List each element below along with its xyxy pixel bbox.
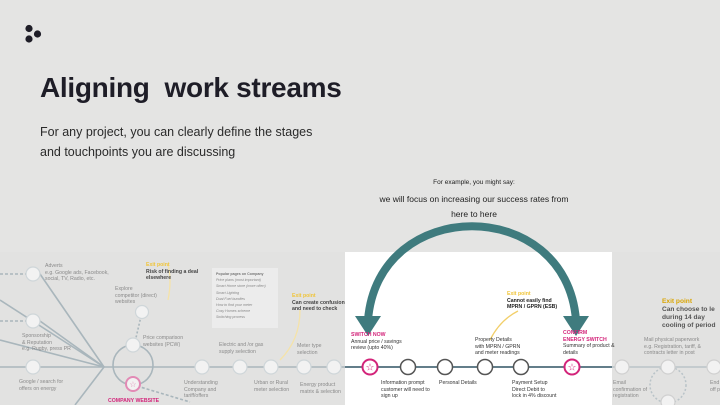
exit-point-4-text: during 14 day bbox=[662, 314, 705, 321]
confirm-star-icon: ☆ bbox=[568, 363, 577, 374]
subtitle-line-2: and touchpoints you are discussing bbox=[40, 145, 236, 159]
arrow-head-left-icon bbox=[355, 316, 381, 336]
exit-arrow-3 bbox=[489, 310, 519, 341]
example-intro: For example, you might say: bbox=[433, 179, 515, 186]
exit-point-4-label: Exit point bbox=[662, 298, 693, 305]
subtitle-line-1: For any project, you can clearly define … bbox=[40, 125, 313, 139]
journey-right-panel bbox=[612, 252, 720, 405]
popular-page-item: Price plans (most important) bbox=[216, 278, 261, 283]
journey-left-panel bbox=[0, 252, 345, 405]
example-line-2: here to here bbox=[451, 209, 497, 219]
right-nodes bbox=[614, 359, 720, 405]
popular-page-item: Smart Lighting bbox=[216, 290, 240, 295]
switch-now-star-icon: ☆ bbox=[366, 363, 375, 374]
popular-page-item: How to find your meter bbox=[216, 303, 253, 308]
logo bbox=[24, 24, 48, 48]
exit-point-4-text: cooling of period bbox=[662, 322, 716, 329]
exit-arrow-1 bbox=[167, 264, 171, 301]
left-nodes bbox=[25, 266, 342, 375]
star-icon: ☆ bbox=[129, 380, 136, 389]
three-dots-logo-icon bbox=[25, 24, 42, 43]
popular-pages-box: Popular pages on Company Price plans (mo… bbox=[212, 268, 278, 328]
popular-page-item: Dual Fuel bundles bbox=[216, 296, 245, 301]
company-website-label: COMPANY WEBSITE bbox=[108, 398, 160, 404]
popular-page-item: Smart Home store (more often) bbox=[216, 284, 266, 289]
exit-arrow-2 bbox=[279, 309, 301, 361]
left-connectors bbox=[0, 273, 345, 405]
company-website-star-node bbox=[125, 376, 141, 392]
example-line-1: we will focus on increasing our success … bbox=[379, 194, 569, 204]
popular-page-item: Cosy Homes scheme bbox=[216, 309, 251, 314]
page-title: Aligning work streams bbox=[40, 72, 342, 103]
here-to-here-arc bbox=[364, 222, 580, 321]
star-nodes bbox=[361, 358, 581, 376]
exit-point-4-text: Can choose to le bbox=[662, 306, 715, 313]
popular-page-item: Switching process bbox=[216, 315, 245, 320]
arrow-head-right-icon bbox=[563, 316, 589, 336]
personal-details-label: Personal Details bbox=[439, 380, 477, 386]
popular-pages-heading: Popular pages on Company bbox=[216, 272, 264, 276]
middle-nodes bbox=[399, 358, 530, 376]
